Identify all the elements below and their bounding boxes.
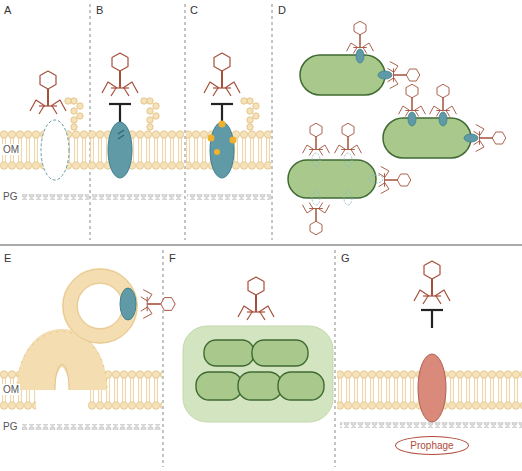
panel-letter: F: [169, 252, 176, 264]
layer-label: OM: [2, 384, 20, 395]
layer-label: PG: [2, 191, 18, 202]
layer-label: OM: [2, 144, 20, 155]
panel-letter: D: [278, 4, 286, 16]
panel-letter: B: [96, 4, 103, 16]
panel-letter: E: [4, 252, 11, 264]
panel-letter: G: [341, 252, 350, 264]
layer-label: PG: [2, 421, 18, 432]
prophage-ellipse: Prophage: [395, 436, 468, 455]
node-text: Prophage: [410, 440, 453, 451]
panel-letter: A: [4, 4, 11, 16]
panel-letter: C: [190, 4, 198, 16]
